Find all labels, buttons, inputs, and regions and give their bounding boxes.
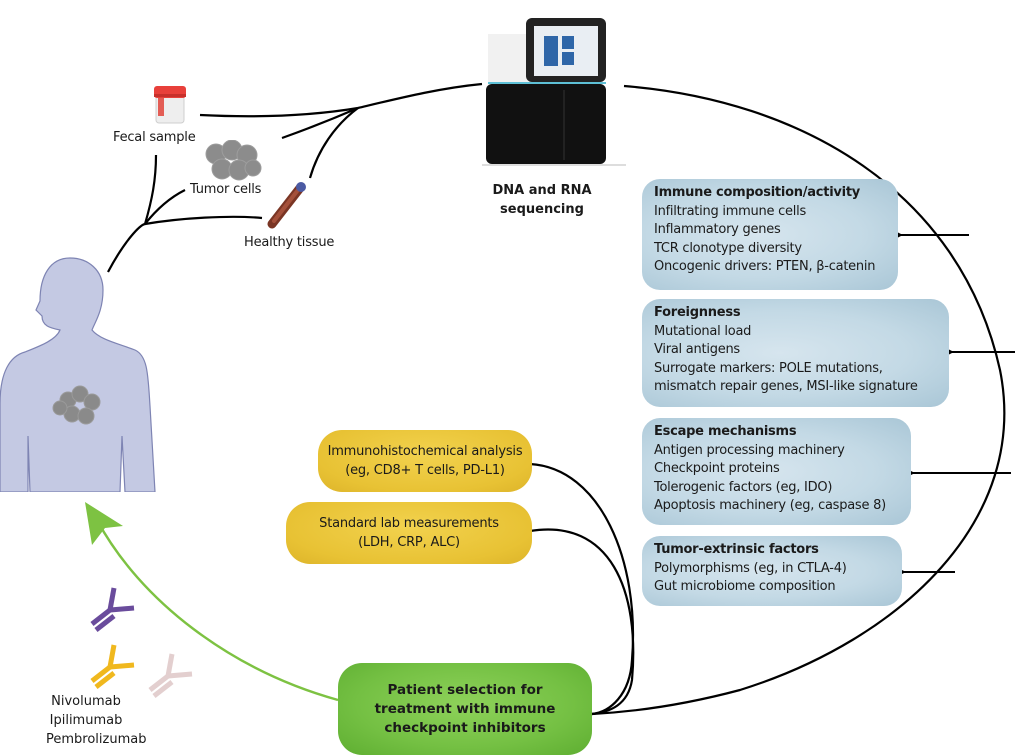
healthy-tissue-label: Healthy tissue xyxy=(244,235,335,250)
box-title: Escape mechanisms xyxy=(654,424,797,439)
box-item: Oncogenic drivers: PTEN, β-catenin xyxy=(654,259,876,275)
box-item: Antigen processing machinery xyxy=(654,442,845,458)
connector-tumor-to-sequencer xyxy=(281,106,359,140)
connector-healthy-to-sequencer xyxy=(308,107,359,179)
fecal-sample-label: Fecal sample xyxy=(113,130,196,145)
box-item: TCR clonotype diversity xyxy=(654,240,802,256)
box-standard-lab-measurements: Standard lab measurements (LDH, CRP, ALC… xyxy=(286,502,532,564)
box-patient-selection: Patient selection for treatment with imm… xyxy=(338,663,592,755)
green-arrow-to-patient xyxy=(95,519,339,702)
tumor-cells-label: Tumor cells xyxy=(190,182,262,197)
box-immunohistochemical-analysis: Immunohistochemical analysis (eg, CD8+ T… xyxy=(318,430,532,492)
box-title: Immune composition/activity xyxy=(654,185,861,200)
box-immune-composition: Immune composition/activity Infiltrating… xyxy=(642,179,898,290)
human-silhouette-icon xyxy=(0,256,160,493)
antibody-nivolumab-icon xyxy=(88,586,138,634)
drug-name: Pembrolizumab xyxy=(46,732,147,747)
box-item: Viral antigens xyxy=(654,342,740,358)
box-tumor-extrinsic: Tumor-extrinsic factors Polymorphisms (e… xyxy=(642,536,902,606)
box-item: Inflammatory genes xyxy=(654,222,781,238)
box-item: Checkpoint proteins xyxy=(654,461,780,477)
connector-sequencer-arc xyxy=(591,84,1006,716)
sequencing-label-line1: DNA and RNA xyxy=(492,183,592,198)
connector-sequencer-in xyxy=(357,82,483,110)
sequencer-machine-icon xyxy=(482,16,626,166)
box-item: Polymorphisms (eg, in CTLA-4) xyxy=(654,560,847,576)
box-item: Tolerogenic factors (eg, IDO) xyxy=(654,479,833,495)
lab-test-line2: (eg, CD8+ T cells, PD-L1) xyxy=(345,463,505,478)
box-item: mismatch repair genes, MSI-like signatur… xyxy=(654,379,918,395)
selection-line1: Patient selection for xyxy=(387,681,543,698)
drug-name: Ipilimumab xyxy=(49,713,123,728)
box-escape-mechanisms: Escape mechanisms Antigen processing mac… xyxy=(642,418,911,525)
selection-line3: checkpoint inhibitors xyxy=(384,719,546,736)
box-item: Infiltrating immune cells xyxy=(654,203,807,219)
sequencing-label-line2: sequencing xyxy=(500,202,584,217)
selection-line2: treatment with immune xyxy=(374,700,556,717)
connector-lab-to-selection xyxy=(529,528,635,716)
box-item: Apoptosis machinery (eg, caspase 8) xyxy=(654,498,886,514)
connector-branch-healthy xyxy=(144,215,263,226)
box-item: Gut microbiome composition xyxy=(654,579,836,595)
drug-list: Nivolumab Ipilimumab Pembrolizumab xyxy=(46,692,147,749)
specimen-cup-icon xyxy=(152,84,188,124)
connector-branch-tumor xyxy=(144,189,186,225)
green-arrowhead xyxy=(85,502,123,545)
box-title: Tumor-extrinsic factors xyxy=(654,542,819,557)
antibody-ipilimumab-icon xyxy=(88,643,138,691)
patient-tumor-icon xyxy=(52,385,101,425)
sequencing-label: DNA and RNA sequencing xyxy=(487,181,597,219)
box-title: Foreignness xyxy=(654,305,741,320)
connector-fecal-to-sequencer xyxy=(199,106,359,118)
lab-test-line2: (LDH, CRP, ALC) xyxy=(358,535,460,550)
drug-name: Nivolumab xyxy=(51,694,121,709)
tumor-cells-icon xyxy=(202,139,262,182)
lab-test-line1: Standard lab measurements xyxy=(319,516,499,531)
connector-ihc-to-selection xyxy=(529,462,635,716)
box-foreignness: Foreignness Mutational load Viral antige… xyxy=(642,299,949,407)
antibody-pembrolizumab-icon xyxy=(146,652,196,700)
box-item: Mutational load xyxy=(654,323,752,339)
box-item: Surrogate markers: POLE mutations, xyxy=(654,360,883,376)
connector-patient-to-fecal xyxy=(107,154,158,273)
lab-test-line1: Immunohistochemical analysis xyxy=(327,444,523,459)
blood-tube-icon xyxy=(262,180,308,230)
